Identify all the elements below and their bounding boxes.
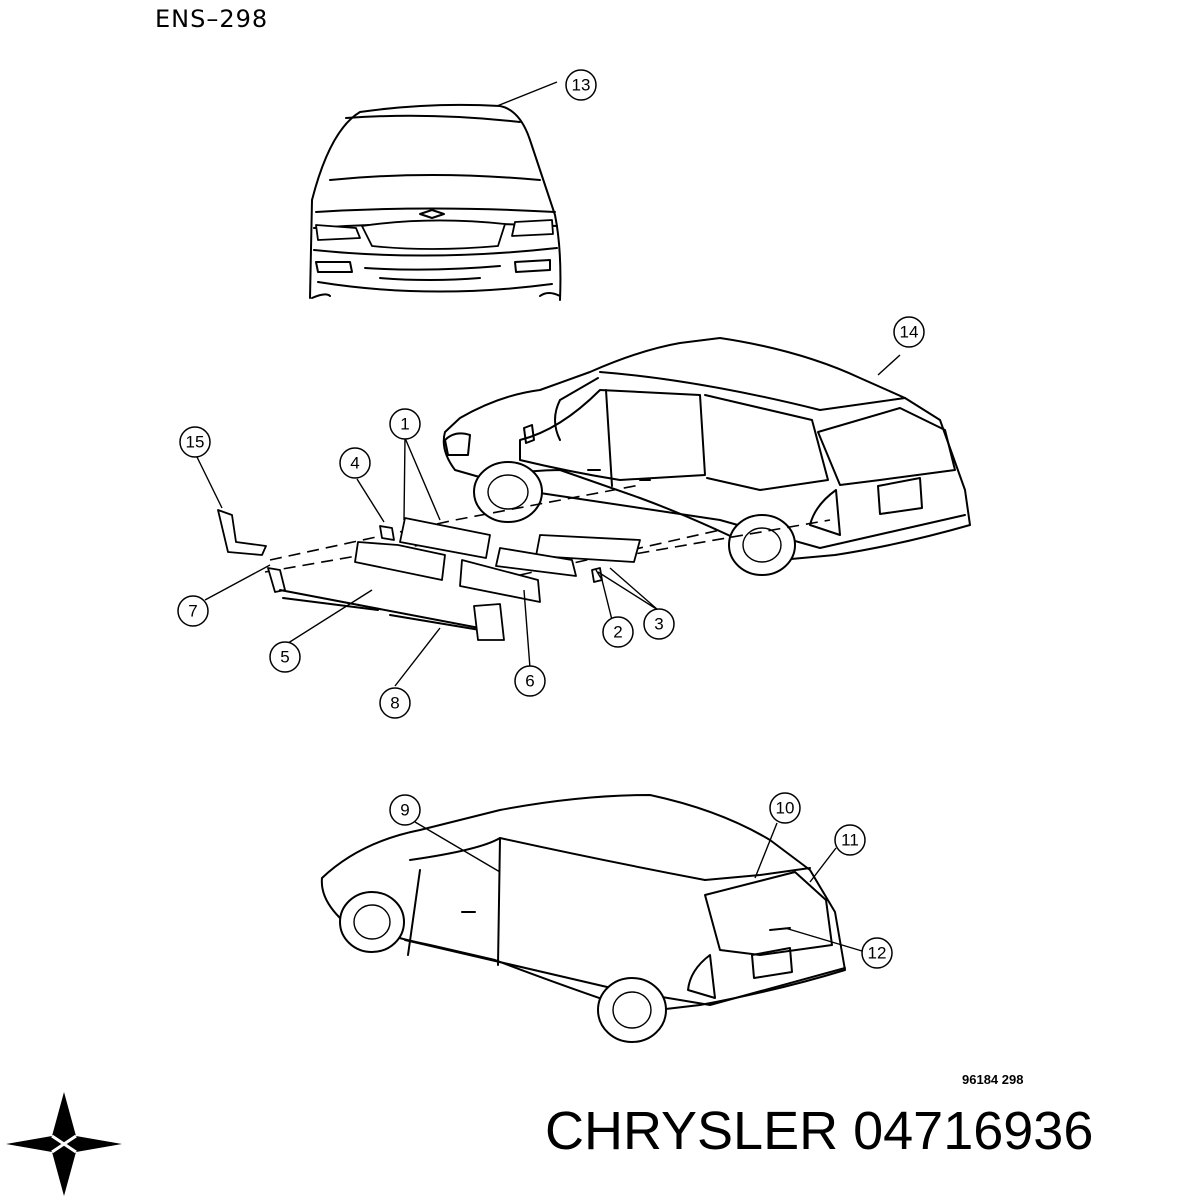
van-rear-view bbox=[320, 794, 846, 1043]
exploded-moulding-parts bbox=[217, 484, 831, 641]
svg-text:13: 13 bbox=[572, 76, 591, 95]
callout-5: 5 bbox=[269, 641, 301, 673]
drawing-code: ENS–298 bbox=[155, 5, 269, 33]
callout-3: 3 bbox=[643, 608, 675, 640]
van-side-view-main bbox=[442, 337, 971, 576]
callout-14: 14 bbox=[893, 316, 925, 348]
callout-4: 4 bbox=[339, 447, 371, 479]
callout-13: 13 bbox=[565, 69, 597, 101]
svg-text:2: 2 bbox=[613, 623, 622, 642]
svg-text:4: 4 bbox=[350, 454, 359, 473]
svg-text:10: 10 bbox=[776, 799, 795, 818]
callout-7: 7 bbox=[177, 595, 209, 627]
callout-12: 12 bbox=[861, 937, 893, 969]
svg-text:5: 5 bbox=[280, 648, 289, 667]
callout-10: 10 bbox=[769, 792, 801, 824]
svg-text:15: 15 bbox=[186, 433, 205, 452]
callout-9: 9 bbox=[389, 794, 421, 826]
svg-text:7: 7 bbox=[188, 602, 197, 621]
svg-text:12: 12 bbox=[868, 944, 887, 963]
svg-text:9: 9 bbox=[400, 801, 409, 820]
svg-text:3: 3 bbox=[654, 615, 663, 634]
chrysler-pentastar-logo-icon bbox=[6, 1092, 122, 1196]
callout-2: 2 bbox=[602, 616, 634, 648]
reference-code: 96184 298 bbox=[962, 1072, 1024, 1087]
callout-1: 1 bbox=[389, 408, 421, 440]
svg-text:8: 8 bbox=[390, 694, 399, 713]
svg-text:14: 14 bbox=[900, 323, 919, 342]
svg-text:11: 11 bbox=[841, 831, 859, 850]
callout-11: 11 bbox=[834, 824, 866, 856]
callout-6: 6 bbox=[514, 665, 546, 697]
callout-8: 8 bbox=[379, 687, 411, 719]
svg-text:1: 1 bbox=[400, 415, 409, 434]
part-title: CHRYSLER 04716936 bbox=[545, 1101, 1094, 1161]
callout-15: 15 bbox=[179, 426, 211, 458]
van-front-view bbox=[309, 81, 562, 301]
leader-lines bbox=[196, 437, 863, 952]
svg-text:6: 6 bbox=[525, 672, 534, 691]
